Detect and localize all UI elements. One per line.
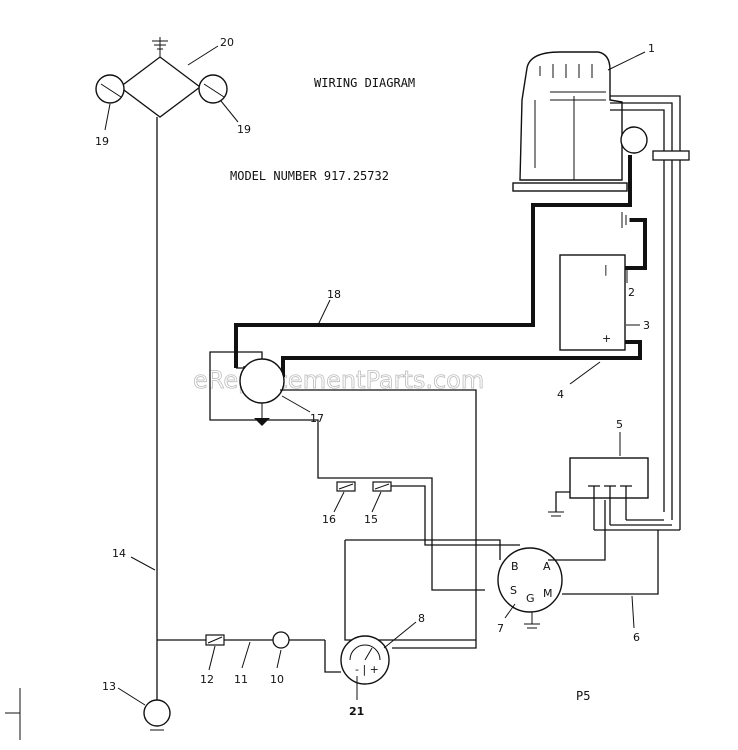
model-number: MODEL NUMBER 917.25732 <box>230 169 389 183</box>
terminal-g: G <box>526 592 535 605</box>
callout-10: 10 <box>270 673 284 686</box>
ammeter: - | + <box>340 635 390 685</box>
page-number: P5 <box>576 689 590 703</box>
terminal-s: S <box>510 584 517 597</box>
terminal-a: A <box>543 560 551 573</box>
callout-17: 17 <box>310 412 324 425</box>
callout-7: 7 <box>497 622 504 635</box>
callout-6: 6 <box>633 631 640 644</box>
diagram-title: WIRING DIAGRAM <box>314 76 415 90</box>
engine-coil <box>620 126 648 154</box>
callout-1: 1 <box>648 42 655 55</box>
headlight-left <box>95 74 125 104</box>
battery: | + <box>559 254 626 351</box>
connector-block <box>548 457 649 530</box>
callout-14: 14 <box>112 547 126 560</box>
starter-solenoid <box>239 358 285 426</box>
terminal-b: B <box>511 560 519 573</box>
harness-clamp <box>652 150 690 161</box>
callout-21: 21 <box>349 705 364 718</box>
ignition-switch: B A S G M <box>497 547 563 629</box>
callout-11: 11 <box>234 673 248 686</box>
callout-19-left: 19 <box>95 135 109 148</box>
svg-text:- | +: - | + <box>355 663 379 676</box>
callout-2: 2 <box>628 286 635 299</box>
callout-18: 18 <box>327 288 341 301</box>
callout-13: 13 <box>102 680 116 693</box>
callout-12: 12 <box>200 673 214 686</box>
headlight-right <box>198 74 228 104</box>
callout-15: 15 <box>364 513 378 526</box>
battery-positive: + <box>602 332 611 345</box>
headlight-assembly <box>95 37 228 118</box>
light-switch-10 <box>272 631 290 649</box>
callout-5: 5 <box>616 418 623 431</box>
terminal-m: M <box>543 587 553 600</box>
callout-3: 3 <box>643 319 650 332</box>
engine <box>512 51 648 192</box>
callout-20: 20 <box>220 36 234 49</box>
wire-18 <box>234 155 632 368</box>
callout-4: 4 <box>557 388 564 401</box>
callout-16: 16 <box>322 513 336 526</box>
callout-8: 8 <box>418 612 425 625</box>
callout-19-right: 19 <box>237 123 251 136</box>
battery-negative: | <box>604 263 608 276</box>
taillight <box>143 699 171 731</box>
